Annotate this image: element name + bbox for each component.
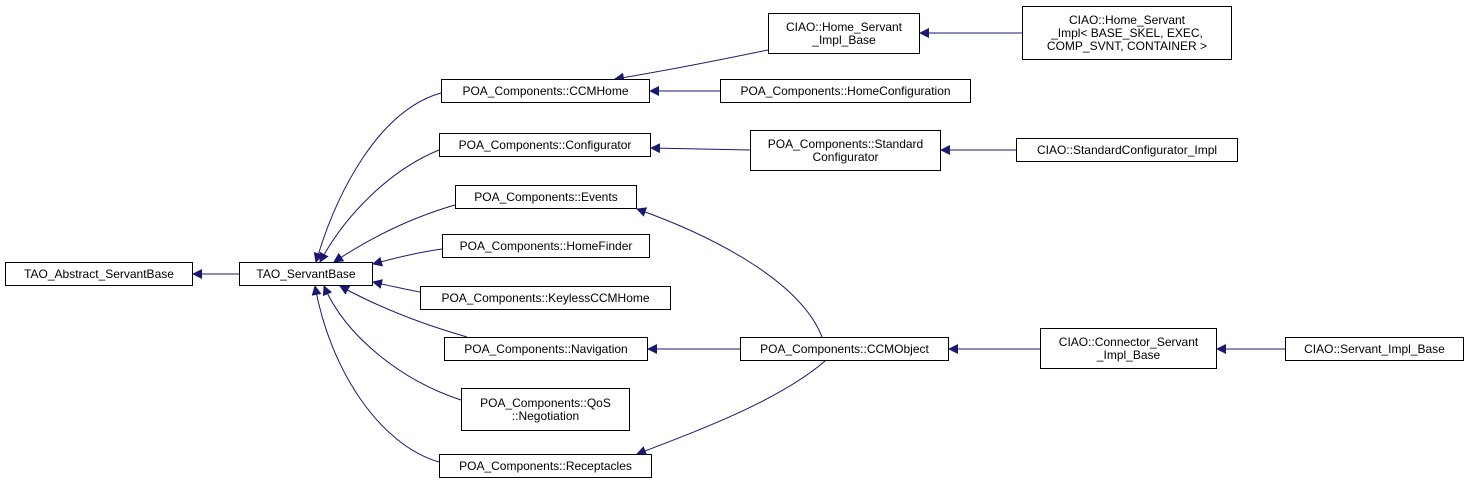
node-poa-events[interactable]: POA_Components::Events xyxy=(455,185,637,209)
node-poa-ccm-object[interactable]: POA_Components::CCMObject xyxy=(740,337,949,361)
edge-home-servant-impl-base-to-ccm-home xyxy=(614,49,769,83)
node-ciao-servant-impl-base[interactable]: CIAO::Servant_Impl_Base xyxy=(1285,337,1464,361)
node-tao-abstract-servant-base[interactable]: TAO_Abstract_ServantBase xyxy=(5,262,193,286)
edge-events-to-tao-servant-base xyxy=(333,204,456,263)
edge-keyless-ccm-home-to-tao-servant-base xyxy=(372,279,421,293)
node-poa-keyless-ccm-home[interactable]: POA_Components::KeylessCCMHome xyxy=(420,286,671,310)
node-ciao-connector-servant-impl-base[interactable]: CIAO::Connector_Servant _Impl_Base xyxy=(1040,328,1217,369)
edge-home-finder-to-tao-servant-base xyxy=(372,248,443,267)
node-tao-servant-base[interactable]: TAO_ServantBase xyxy=(239,262,373,286)
node-poa-qos-negotiation[interactable]: POA_Components::QoS ::Negotiation xyxy=(461,388,630,431)
edge-ccm-object-to-events xyxy=(636,207,823,338)
node-poa-receptacles[interactable]: POA_Components::Receptacles xyxy=(439,454,652,478)
edge-qos-negotiation-to-tao-servant-base xyxy=(322,285,462,401)
node-ciao-home-servant-impl-base[interactable]: CIAO::Home_Servant _Impl_Base xyxy=(768,13,920,54)
node-poa-home-configuration[interactable]: POA_Components::HomeConfiguration xyxy=(720,79,971,103)
node-poa-configurator[interactable]: POA_Components::Configurator xyxy=(439,133,651,157)
node-poa-ccm-home[interactable]: POA_Components::CCMHome xyxy=(441,79,650,103)
node-poa-navigation[interactable]: POA_Components::Navigation xyxy=(444,337,648,361)
node-ciao-standard-configurator-impl[interactable]: CIAO::StandardConfigurator_Impl xyxy=(1016,138,1238,162)
node-ciao-home-servant-impl[interactable]: CIAO::Home_Servant _Impl< BASE_SKEL, EXE… xyxy=(1022,6,1232,60)
edge-navigation-to-tao-servant-base xyxy=(339,285,468,338)
edge-receptacles-to-tao-servant-base xyxy=(311,285,440,463)
edge-standard-configurator-to-configurator xyxy=(650,143,751,154)
edge-ccm-object-to-receptacles xyxy=(636,360,826,456)
edge-ccm-home-to-tao-servant-base xyxy=(313,92,442,263)
node-poa-home-finder[interactable]: POA_Components::HomeFinder xyxy=(442,234,650,258)
node-poa-standard-configurator[interactable]: POA_Components::Standard Configurator xyxy=(750,130,941,171)
edge-configurator-to-tao-servant-base xyxy=(319,149,440,263)
